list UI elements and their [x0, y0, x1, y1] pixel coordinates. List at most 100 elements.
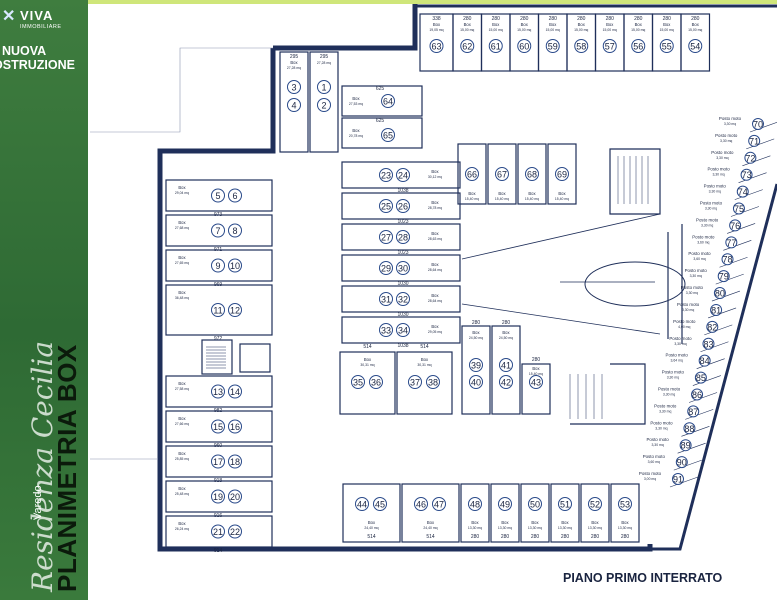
box-59-number: 59	[548, 42, 558, 52]
moto-divider	[677, 442, 706, 454]
moto-divider	[673, 459, 702, 471]
box-3-4-area: 27,28 mq	[287, 66, 301, 70]
box-53-area: 13,30 mq	[618, 526, 632, 530]
box-27-28-outline	[341, 223, 461, 251]
box-25-width: 1023	[397, 219, 408, 225]
box-11-label: Box	[178, 290, 186, 295]
moto-84-number: 84	[700, 356, 710, 366]
box-bottom-52-width: 280	[591, 534, 600, 540]
box-number-circle	[691, 388, 704, 401]
moto-75-number: 75	[734, 204, 744, 214]
floor-label: PIANO PRIMO INTERRATO	[563, 571, 723, 585]
box-28-number: 28	[398, 233, 408, 243]
box-51-area: 13,30 mq	[558, 526, 572, 530]
box-63-width: 338	[432, 16, 441, 22]
box-35-36-outline	[339, 351, 396, 415]
box-number-circle	[381, 128, 395, 142]
box-number-circle	[228, 223, 242, 238]
box-number-circle	[211, 454, 225, 469]
box-11-area: 36,48 mq	[175, 296, 189, 300]
box-46-number: 46	[416, 500, 426, 510]
box-13-area: 27,58 mq	[175, 387, 189, 391]
box-number-circle	[631, 39, 646, 53]
box-number-circle	[317, 98, 331, 112]
box-67-number: 67	[497, 170, 507, 180]
box-number-circle	[373, 497, 387, 511]
box-number-circle	[396, 168, 410, 182]
box-1-2-area: 27,28 mq	[317, 61, 331, 65]
box-39-label: Box	[472, 330, 480, 335]
box-10-number: 10	[230, 261, 240, 271]
box-35-number: 35	[353, 378, 363, 388]
moto-divider	[696, 358, 725, 369]
moto-79-number: 79	[719, 272, 729, 282]
moto-85-area: 3,30 mq	[667, 376, 679, 380]
box-18-number: 18	[230, 457, 240, 467]
moto-73-area: 3,30 mq	[712, 173, 724, 177]
box-25-number: 25	[381, 202, 391, 212]
outer-wall-diagonal	[650, 183, 777, 551]
moto-divider	[723, 240, 752, 251]
box-66-outline	[457, 143, 487, 205]
box-31-32-outline	[341, 285, 461, 313]
box-57-width: 280	[606, 16, 615, 22]
box-number-circle	[355, 497, 369, 511]
box-13-number: 13	[213, 387, 223, 397]
brand-logo: ✕ VIVA IMMOBILIARE NUOVA COSTRUZIONE	[0, 0, 88, 82]
box-bottom-44-width: 514	[367, 534, 376, 540]
box-5-6-outline	[165, 179, 273, 212]
box-number-circle	[211, 384, 225, 399]
box-number-circle	[525, 167, 539, 181]
moto-71-label: Posto moto	[715, 133, 738, 138]
moto-76-number: 76	[730, 221, 740, 231]
box-61-width: 280	[492, 16, 501, 22]
box-number-circle	[429, 39, 444, 53]
box-number-circle	[683, 422, 696, 435]
box-14-number: 14	[230, 387, 240, 397]
box-number-circle	[465, 167, 479, 181]
box-number-circle	[414, 497, 428, 511]
box-64-outline	[341, 85, 423, 117]
box-bottom-53-width: 280	[621, 534, 630, 540]
box-19-number: 19	[213, 492, 223, 502]
box-number-circle	[379, 168, 393, 182]
box-number-circle	[618, 497, 632, 511]
box-number-circle	[228, 454, 242, 469]
box-41-width: 280	[502, 320, 511, 326]
box-44-label: Box	[368, 520, 376, 525]
box-56-label: Box	[635, 22, 643, 27]
box-33-area: 29,05 mq	[428, 330, 442, 334]
moto-divider	[734, 189, 763, 200]
moto-86-label: Posto moto	[658, 386, 681, 391]
box-number-circle	[287, 98, 301, 112]
box-13-14-outline	[165, 375, 273, 408]
box-46-area: 24,40 mq	[423, 526, 437, 530]
box-number-circle	[211, 188, 225, 203]
moto-74-label: Posto moto	[704, 184, 727, 189]
box-25-area: 28,78 mq	[428, 206, 442, 210]
box-47-number: 47	[434, 500, 444, 510]
box-39-width: 280	[472, 320, 481, 326]
box-63-area: 19,05 mq	[429, 28, 443, 32]
box-3-4-outline	[279, 51, 309, 153]
box-37-label: Box	[421, 357, 429, 362]
box-17-number: 17	[213, 457, 223, 467]
planimetria-title: PLANIMETRIA BOX	[52, 344, 82, 592]
box-41-label: Box	[502, 330, 510, 335]
box-bottom-51-width: 280	[561, 534, 570, 540]
box-number-circle	[713, 287, 726, 300]
box-number-circle	[710, 303, 723, 316]
box-58-label: Box	[578, 22, 586, 27]
box-15-number: 15	[213, 422, 223, 432]
box-56-area: 15,00 mq	[631, 28, 645, 32]
box-number-circle	[675, 456, 688, 469]
town-name: Varedo	[32, 485, 44, 520]
box-bottom-50-outline	[520, 483, 550, 543]
box-bottom-49-outline	[490, 483, 520, 543]
box-50-area: 13,30 mq	[528, 526, 542, 530]
box-21-width: 914	[214, 548, 223, 554]
box-33-number: 33	[381, 326, 391, 336]
box-15-area: 27,66 mq	[175, 422, 189, 426]
moto-90-label: Posto moto	[643, 454, 666, 459]
box-number-circle	[228, 419, 242, 434]
